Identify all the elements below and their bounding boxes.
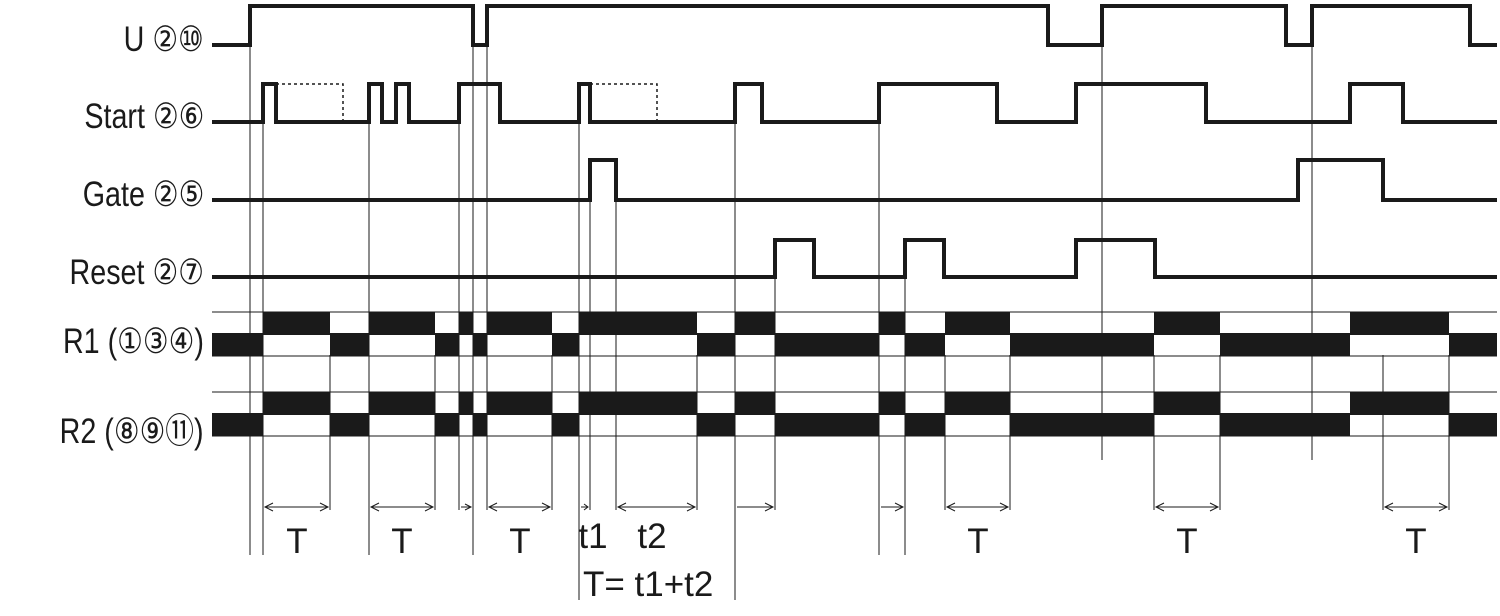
guide-lines [249, 10, 1450, 600]
label-formula: T= t1+t2 [583, 565, 713, 604]
label-t1: t1 [578, 517, 607, 556]
waveform-gate [212, 158, 1497, 202]
signal-label-u: U ②⑩ [123, 20, 204, 59]
waveform-r1 [212, 312, 1497, 356]
signal-label-r2: R2 (⑧⑨⑪) [60, 412, 204, 451]
waveform-u [212, 4, 1497, 47]
signal-label-start: Start ②⑥ [83, 97, 204, 136]
signal-label-gate: Gate ②⑤ [82, 175, 204, 214]
signal-label-r1: R1 (①③④) [63, 322, 204, 361]
period-label-t: T [509, 522, 530, 561]
signal-label-reset: Reset ②⑦ [69, 253, 204, 292]
period-label-t: T [286, 522, 307, 561]
waveform-r2 [212, 392, 1497, 436]
waveform-reset [212, 238, 1497, 279]
start-dotted-extension [276, 83, 658, 122]
period-label-t: T [1176, 522, 1197, 561]
r2-outline [212, 391, 1497, 437]
dimension-arrows [263, 502, 1449, 512]
label-t2: t2 [637, 517, 666, 556]
period-label-t: T [391, 522, 412, 561]
waveform-start [212, 82, 1497, 124]
r1-outline [212, 311, 1497, 357]
period-label-t: T [967, 522, 988, 561]
period-label-t: T [1405, 522, 1426, 561]
